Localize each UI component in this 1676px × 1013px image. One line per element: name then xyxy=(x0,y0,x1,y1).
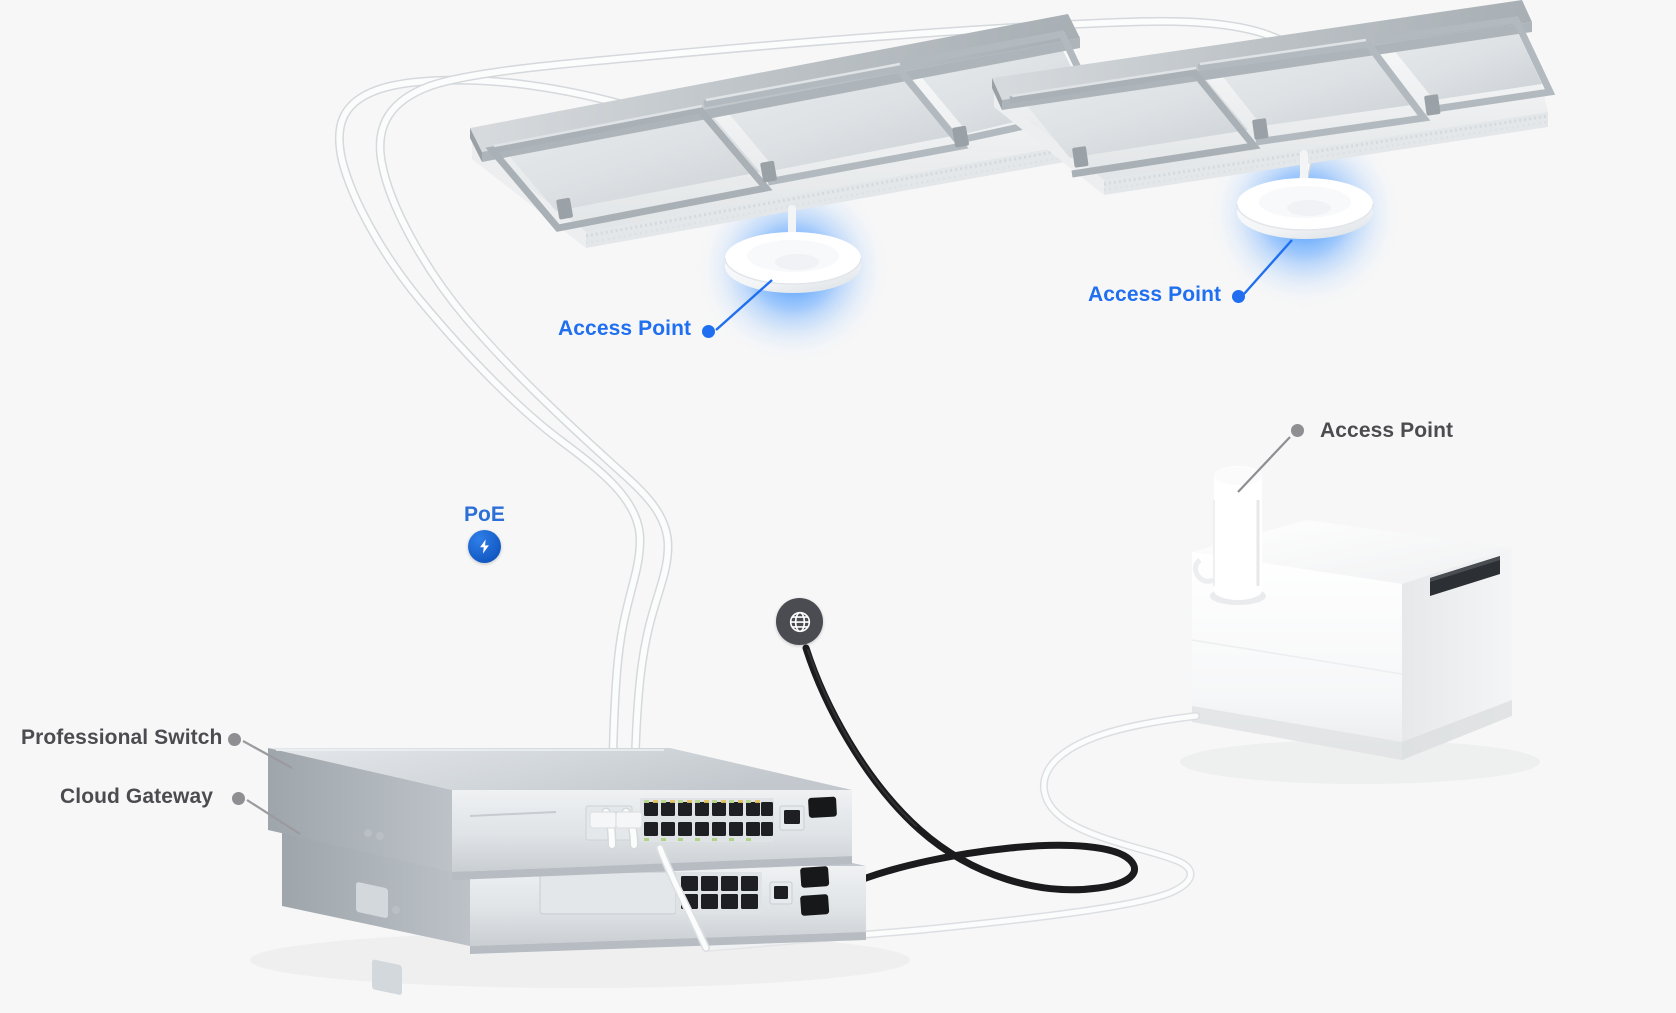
label-dot-access-point-left xyxy=(702,325,715,338)
ap-glow-right xyxy=(1207,118,1403,310)
leader-professional-switch xyxy=(242,740,293,769)
label-access-point-right: Access Point xyxy=(1320,419,1454,442)
leader-cloud-gateway xyxy=(246,799,301,835)
ceiling-access-point-left-device[interactable] xyxy=(724,232,862,293)
label-access-point-middle: Access Point xyxy=(1088,283,1222,306)
cabinet-access-point-device xyxy=(1192,466,1266,605)
leader-access-point-middle xyxy=(1243,239,1293,295)
ceiling-tile-left xyxy=(470,14,1104,257)
ceiling-tile-right xyxy=(992,0,1556,202)
professional-switch-ports xyxy=(640,798,805,842)
cable-ends-switch xyxy=(589,807,710,952)
lightning-bolt-icon xyxy=(480,539,489,554)
cloud-gateway-device[interactable] xyxy=(282,826,866,995)
ap-glow-left xyxy=(695,172,891,364)
cable-poe-left-ap xyxy=(334,75,791,850)
poe-badge[interactable] xyxy=(468,530,501,563)
internet-globe-badge[interactable] xyxy=(776,598,823,645)
cloud-gateway-ports xyxy=(676,872,793,914)
ceiling-access-point-right-device[interactable] xyxy=(1236,178,1374,239)
leader-access-point-right xyxy=(1237,436,1291,493)
globe-icon xyxy=(789,611,810,632)
label-cloud-gateway: Cloud Gateway xyxy=(60,785,213,808)
label-dot-access-point-right xyxy=(1291,424,1304,437)
label-dot-cloud-gateway xyxy=(232,792,245,805)
label-dot-professional-switch xyxy=(228,733,241,746)
label-poe: PoE xyxy=(464,503,505,526)
label-access-point-left: Access Point xyxy=(558,317,692,340)
cable-internet-wan xyxy=(802,644,1138,894)
cable-poe-right-ap xyxy=(375,16,1320,850)
leader-access-point-left xyxy=(715,279,773,331)
professional-switch-device[interactable] xyxy=(268,748,852,918)
label-dot-access-point-middle xyxy=(1232,290,1245,303)
cable-cabinet-downlink xyxy=(702,712,1200,952)
white-cabinet-device[interactable] xyxy=(1180,466,1540,784)
label-professional-switch: Professional Switch xyxy=(21,726,223,749)
